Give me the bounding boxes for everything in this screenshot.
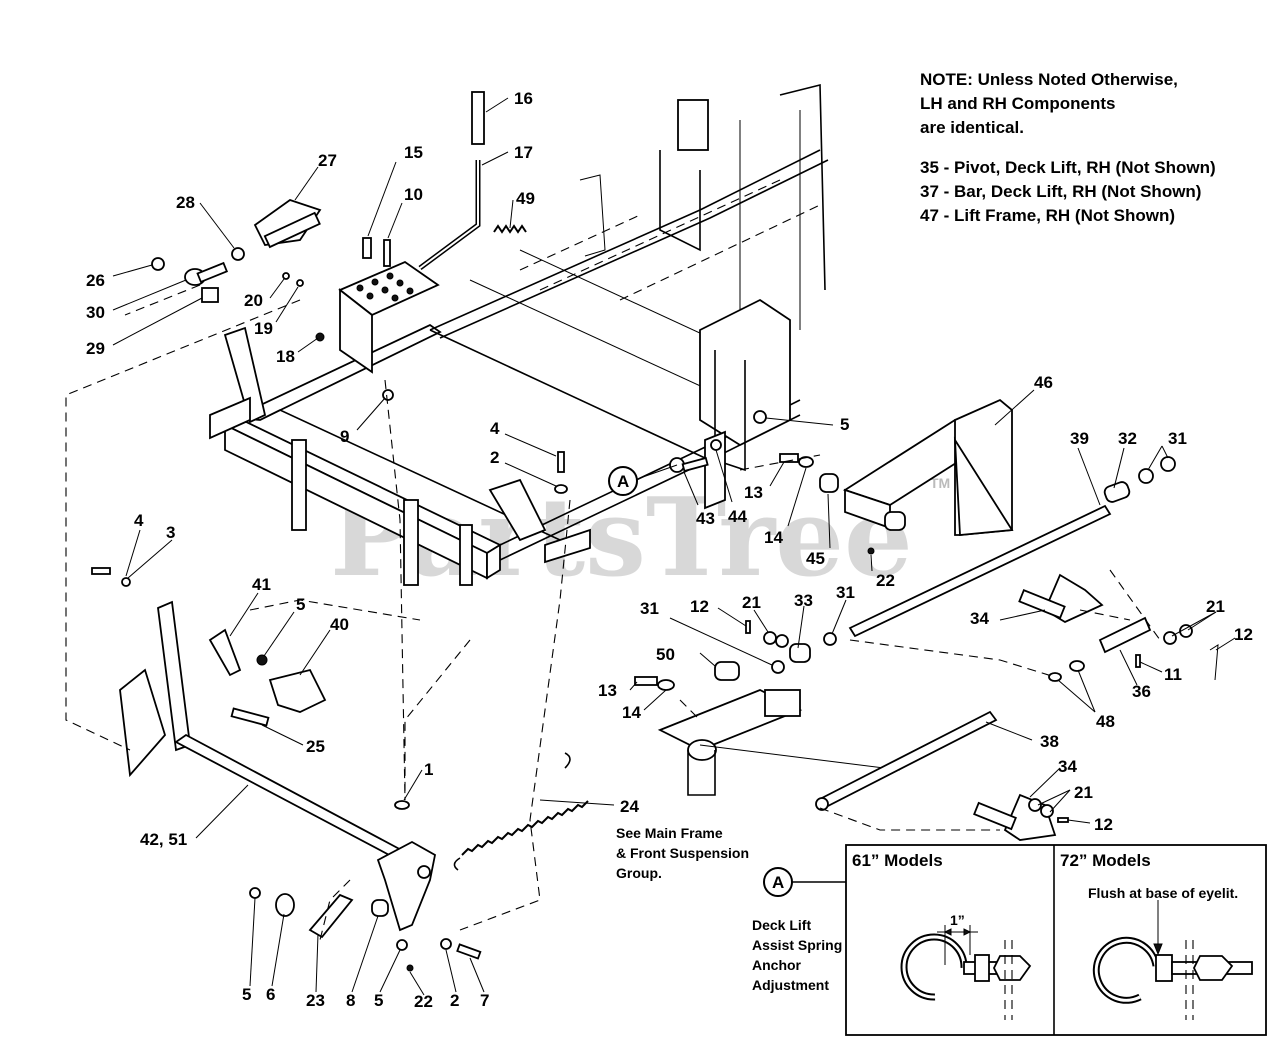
callout: 50 (656, 645, 675, 664)
callout: 31 (1168, 429, 1187, 448)
callout: 17 (514, 143, 533, 162)
callout: 28 (176, 193, 195, 212)
note-line: 35 - Pivot, Deck Lift, RH (Not Shown) (920, 158, 1216, 177)
callout: 46 (1034, 373, 1053, 392)
callout: 34 (1058, 757, 1077, 776)
marker-a-label: A (617, 472, 629, 491)
callout: 13 (598, 681, 617, 700)
callout: 12 (690, 597, 709, 616)
callout: 38 (1040, 732, 1059, 751)
callout: 40 (330, 615, 349, 634)
note-line: 47 - Lift Frame, RH (Not Shown) (920, 206, 1175, 225)
flush-note: Flush at base of eyelit. (1088, 885, 1238, 901)
callout: 9 (340, 427, 349, 446)
inset-caption-line: Deck Lift (752, 917, 811, 933)
note-line: Group. (616, 865, 662, 881)
notes-block: NOTE: Unless Noted Otherwise, LH and RH … (920, 68, 1216, 228)
callout: 15 (404, 143, 423, 162)
callout: 33 (794, 591, 813, 610)
callout: 14 (622, 703, 641, 722)
inset-detail-a: A Deck Lift Assist Spring Anchor Adjustm… (752, 844, 1267, 1036)
callout: 48 (1096, 712, 1115, 731)
callout: 20 (244, 291, 263, 310)
callout: 45 (806, 549, 825, 568)
note-line: are identical. (920, 118, 1024, 137)
callout: 5 (840, 415, 849, 434)
callout: 4 (134, 511, 144, 530)
callout: 13 (744, 483, 763, 502)
callout: 8 (346, 991, 355, 1010)
watermark-tm: TM (930, 475, 950, 491)
panel-61-title: 61” Models (852, 851, 943, 870)
marker-a: A (608, 466, 638, 496)
note-line: & Front Suspension (616, 845, 749, 861)
callout: 21 (1206, 597, 1225, 616)
callout: 14 (764, 528, 783, 547)
callout: 10 (404, 185, 423, 204)
callout: 18 (276, 347, 295, 366)
guide-lines (65, 284, 1161, 941)
callout: 21 (742, 593, 761, 612)
callout: 22 (876, 571, 895, 590)
callout: 1 (424, 760, 433, 779)
inset-caption-line: Adjustment (752, 977, 829, 993)
callout: 32 (1118, 429, 1137, 448)
callout: 44 (728, 507, 747, 526)
note-line: NOTE: Unless Noted Otherwise, (920, 70, 1178, 89)
callout: 6 (266, 985, 275, 1004)
callout: 7 (480, 991, 489, 1010)
callout: 49 (516, 189, 535, 208)
callout: 25 (306, 737, 325, 756)
callout: 5 (242, 985, 251, 1004)
leader-lines (112, 97, 1236, 996)
note-line: 37 - Bar, Deck Lift, RH (Not Shown) (920, 182, 1202, 201)
callout: 5 (296, 595, 305, 614)
callout: 41 (252, 575, 271, 594)
callout: 29 (86, 339, 105, 358)
see-main-frame-note: See Main Frame & Front Suspension Group. (616, 825, 749, 881)
callout: 36 (1132, 682, 1151, 701)
callout: 2 (490, 448, 499, 467)
callout: 19 (254, 319, 273, 338)
callout: 4 (490, 419, 500, 438)
inset-frame (845, 844, 1267, 1036)
dimension-label: 1” (950, 912, 965, 928)
panel-72-title: 72” Models (1060, 851, 1151, 870)
callout: 27 (318, 151, 337, 170)
note-line: LH and RH Components (920, 94, 1116, 113)
callout: 42, 51 (140, 830, 187, 849)
callout: 3 (166, 523, 175, 542)
lift-parts (91, 91, 1219, 972)
callout: 12 (1094, 815, 1113, 834)
callout: 2 (450, 991, 459, 1010)
callout: 34 (970, 609, 989, 628)
callout: 21 (1074, 783, 1093, 802)
callout: 26 (86, 271, 105, 290)
inset-marker-label: A (772, 873, 784, 892)
inset-caption-line: Assist Spring (752, 937, 842, 953)
callout: 23 (306, 991, 325, 1010)
callout: 43 (696, 509, 715, 528)
callout: 31 (836, 583, 855, 602)
callout: 24 (620, 797, 639, 816)
inset-caption-line: Anchor (752, 957, 802, 973)
callout: 30 (86, 303, 105, 322)
note-line: See Main Frame (616, 825, 723, 841)
callout-numbers: 16 17 49 15 10 27 28 26 30 29 20 19 18 9… (86, 89, 1253, 1011)
callout: 12 (1234, 625, 1253, 644)
callout: 5 (374, 991, 383, 1010)
callout: 31 (640, 599, 659, 618)
callout: 16 (514, 89, 533, 108)
callout: 11 (1164, 665, 1182, 684)
main-frame (209, 83, 829, 586)
callout: 39 (1070, 429, 1089, 448)
callout: 22 (414, 992, 433, 1011)
